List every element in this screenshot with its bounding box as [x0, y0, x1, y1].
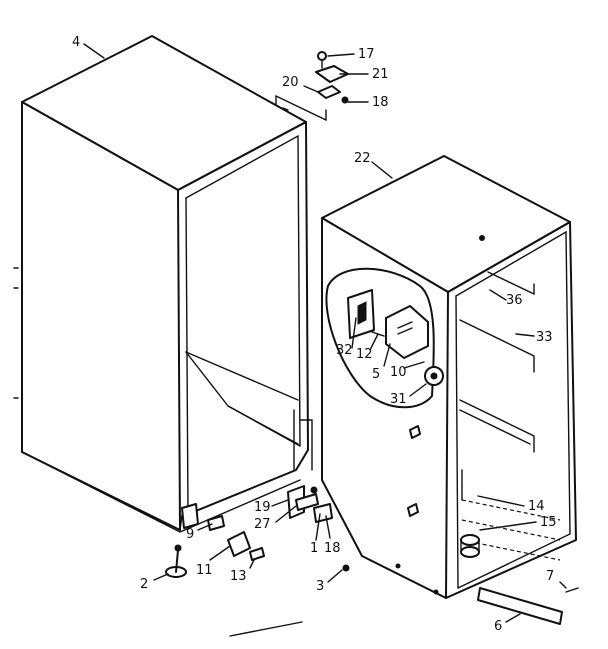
callout-27: 27 [254, 517, 271, 532]
callout-6: 6 [494, 619, 502, 634]
callout-36: 36 [506, 293, 523, 308]
callout-13: 13 [230, 569, 247, 584]
callout-12: 12 [356, 347, 373, 362]
callout-3: 3 [316, 579, 324, 594]
callout-19: 19 [254, 500, 271, 515]
outer-cabinet [13, 35, 313, 533]
left-bottom-parts [165, 503, 265, 578]
callout-21: 21 [372, 67, 389, 82]
callout-9: 9 [186, 527, 194, 542]
leader-lines [83, 43, 567, 623]
callout-5: 5 [372, 367, 380, 382]
callout-4: 4 [72, 35, 80, 50]
callout-31: 31 [390, 392, 407, 407]
callout-22: 22 [354, 151, 371, 166]
callout-7: 7 [546, 569, 554, 584]
callout-2: 2 [140, 577, 148, 592]
callout-11: 11 [196, 563, 213, 578]
callout-17: 17 [358, 47, 375, 62]
callout-18-top: 18 [372, 95, 389, 110]
control-panel-detail [325, 267, 444, 409]
callout-18-bottom: 18 [324, 541, 341, 556]
callout-33: 33 [536, 330, 553, 345]
callout-32: 32 [336, 343, 353, 358]
callout-20: 20 [282, 75, 299, 90]
callout-labels: 4 17 21 20 18 22 36 33 32 12 5 10 31 14 … [72, 35, 557, 634]
callout-15: 15 [540, 515, 557, 530]
callout-1: 1 [310, 541, 318, 556]
right-bottom-parts [229, 485, 579, 637]
callout-10: 10 [390, 365, 407, 380]
callout-14: 14 [528, 499, 545, 514]
